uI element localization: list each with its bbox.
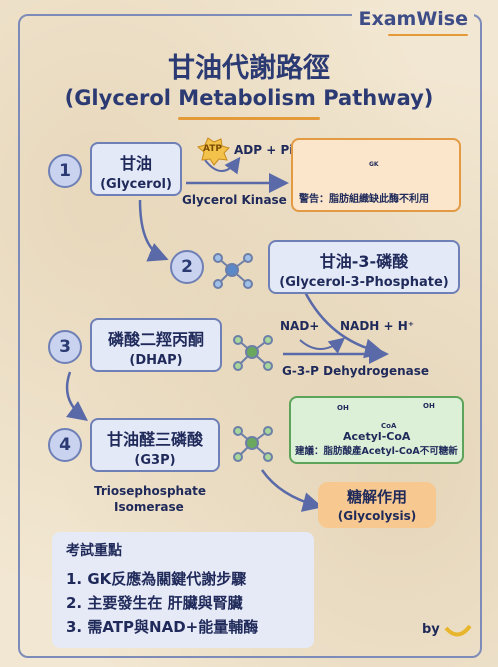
- nad-label: NAD+: [280, 319, 320, 333]
- exam-item-3: 3. 需ATP與NAD+能量輔酶: [66, 618, 259, 636]
- brand-logo: ExamWise: [352, 8, 474, 30]
- brand-underline: [388, 34, 468, 36]
- acetyl-coa-label: Acetyl-CoA: [343, 430, 411, 443]
- nad-curve: [299, 337, 346, 354]
- exam-item-1: 1. GK反應為關鍵代謝步驟: [66, 570, 247, 588]
- subtitle-underline: [178, 117, 320, 120]
- step-zh: 甘油醛三磷酸: [106, 430, 203, 449]
- poster-frame: [18, 14, 482, 658]
- step-box-g3p-phosphate: 甘油-3-磷酸 (Glycerol-3-Phosphate): [268, 240, 460, 294]
- arrow-3-to-4: [65, 371, 88, 422]
- step-number-4: 4: [48, 428, 82, 462]
- exam-item-2: 2. 主要發生在 肝臟與腎臟: [66, 594, 243, 612]
- atp-curve: [204, 156, 241, 175]
- isomerase-label-1: Triosephosphate: [94, 484, 207, 498]
- step-en: (DHAP): [129, 353, 183, 368]
- glycolysis-zh: 糖解作用: [346, 488, 407, 506]
- page-title: 甘油代謝路徑: [168, 53, 330, 84]
- molecule-icon-green-1: [233, 335, 273, 371]
- oh-label: OH: [337, 404, 349, 412]
- kinase-label: Glycerol Kinase: [182, 193, 287, 207]
- signature: by: [422, 622, 440, 637]
- arrow-1-to-2: [138, 199, 169, 262]
- step-box-dhap: 磷酸二羥丙酮 (DHAP): [90, 318, 222, 372]
- step-box-g3p: 甘油醛三磷酸 (G3P): [90, 418, 220, 472]
- gk-mini-label: GK: [369, 161, 379, 168]
- step-en: (Glycerol-3-Phosphate): [279, 275, 449, 290]
- step-zh: 磷酸二羥丙酮: [107, 330, 204, 349]
- glycolysis-box: 糖解作用 (Glycolysis): [318, 482, 436, 528]
- atp-label: ATP: [203, 144, 223, 154]
- nadh-label: NADH + H⁺: [340, 319, 415, 333]
- molecule-icon-blue: [213, 253, 253, 289]
- step-zh: 甘油-3-磷酸: [319, 252, 409, 271]
- coa-label: CoA: [381, 422, 397, 430]
- step-number-2: 2: [170, 250, 204, 284]
- warning-box: GK 警告：脂肪組織缺此酶不利用: [291, 138, 461, 212]
- isomerase-label-2: Isomerase: [114, 500, 184, 514]
- oh-label-2: OH: [423, 402, 435, 410]
- step-en: (Glycerol): [100, 177, 172, 192]
- exam-points-box: 考試重點 1. GK反應為關鍵代謝步驟 2. 主要發生在 肝臟與腎臟 3. 需A…: [52, 532, 314, 648]
- advice-box: OH CoA OH Acetyl-CoA 建議：脂肪酸產Acetyl-CoA不可…: [289, 396, 464, 464]
- step-number-1: 1: [48, 154, 82, 188]
- warning-text: 警告：脂肪組織缺此酶不利用: [299, 194, 429, 205]
- glycolysis-en: (Glycolysis): [337, 509, 417, 523]
- step-zh: 甘油: [119, 154, 152, 173]
- dehydrogenase-label: G-3-P Dehydrogenase: [282, 364, 429, 378]
- step-en: (G3P): [134, 453, 176, 468]
- molecule-icon-green-2: [233, 426, 273, 462]
- arrow-4-to-glycolysis: [260, 469, 323, 512]
- page-subtitle: (Glycerol Metabolism Pathway): [64, 86, 434, 110]
- advice-text: 建議：脂肪酸產Acetyl-CoA不可糖新: [295, 446, 458, 457]
- adp-label: ADP + Pi: [234, 143, 294, 157]
- step-box-glycerol: 甘油 (Glycerol): [90, 142, 182, 196]
- atp-burst-icon: [196, 137, 230, 166]
- exam-title: 考試重點: [66, 543, 122, 559]
- step-number-3: 3: [48, 330, 82, 364]
- banana-icon: [444, 624, 472, 637]
